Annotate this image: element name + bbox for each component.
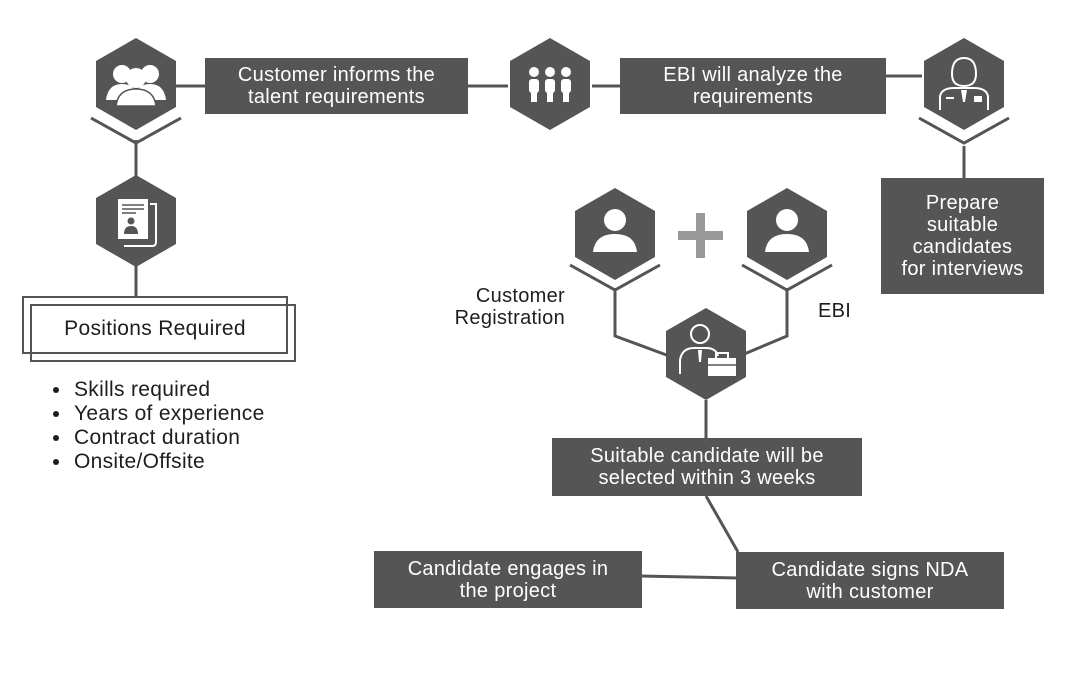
- connector-selected-nda: [704, 495, 740, 553]
- box-customer-informs: Customer informs the talent requirements: [205, 58, 468, 114]
- box-candidate-selected: Suitable candidate will be selected with…: [552, 438, 862, 496]
- chevrons: [90, 116, 1010, 292]
- chevron-ebi: [741, 263, 833, 292]
- chevron-customers: [90, 116, 182, 145]
- connector-ebi-candidate: [729, 288, 789, 362]
- businessman-briefcase-icon: [666, 308, 746, 400]
- chevron-registration: [569, 263, 661, 292]
- box-candidate-signs-nda: Candidate signs NDA with customer: [736, 552, 1004, 609]
- user-icon-registration: [575, 188, 655, 280]
- group-icon: [96, 38, 176, 130]
- chevron-consultant: [918, 116, 1010, 145]
- user-icon-ebi: [747, 188, 827, 280]
- consultant-icon: [924, 38, 1004, 130]
- list-item: Years of experience: [72, 402, 265, 426]
- box-ebi-analyze: EBI will analyze the requirements: [620, 58, 886, 114]
- list-item: Contract duration: [72, 426, 265, 450]
- resume-document-icon: [96, 175, 176, 267]
- label-ebi: EBI: [818, 300, 852, 322]
- team-icon: [510, 38, 590, 130]
- plus-icon: [678, 213, 723, 258]
- positions-required-title: Positions Required: [64, 317, 246, 340]
- list-item: Skills required: [72, 378, 265, 402]
- positions-required-frame: [22, 296, 296, 362]
- positions-required-list: Skills required Years of experience Cont…: [50, 378, 265, 474]
- box-candidate-engages: Candidate engages in the project: [374, 551, 642, 608]
- list-item: Onsite/Offsite: [72, 450, 265, 474]
- connector-registration-candidate: [613, 288, 681, 362]
- label-customer-registration: Customer Registration: [454, 285, 565, 329]
- connector-nda-engages: [639, 574, 739, 580]
- box-prepare-candidates: Prepare suitable candidates for intervie…: [881, 178, 1044, 294]
